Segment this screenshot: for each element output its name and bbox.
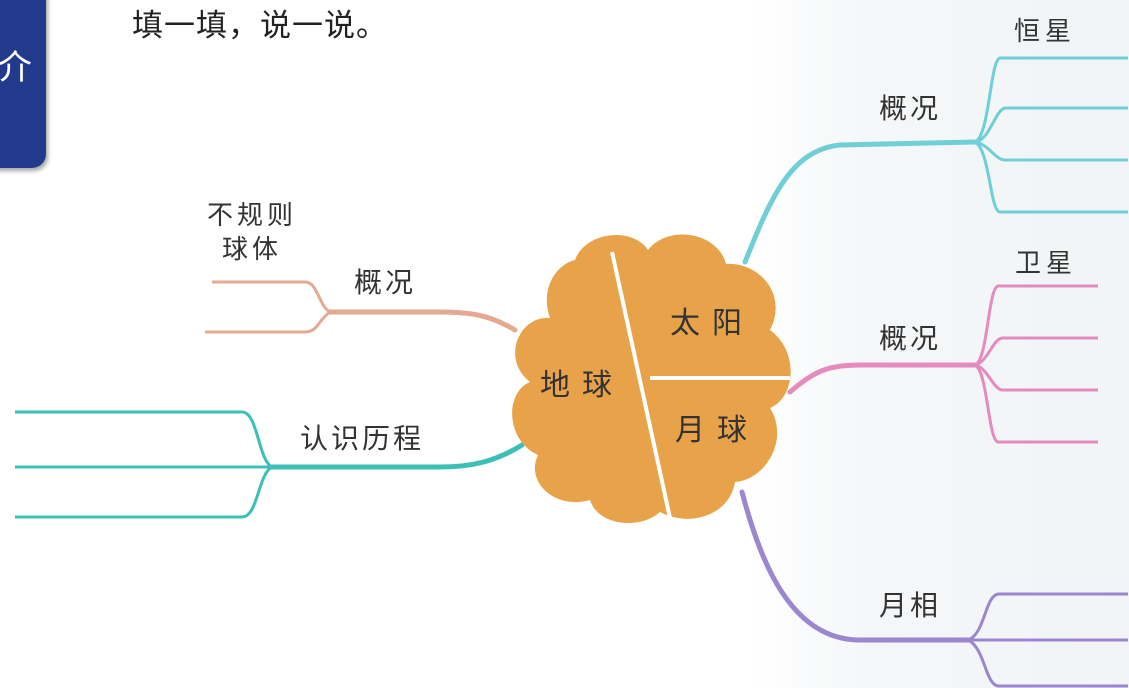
sun-overview-note: 恒星	[1014, 17, 1076, 47]
earth-history-fork	[15, 410, 273, 519]
side-tab[interactable]: 介	[0, 0, 46, 168]
moon-label: 月球	[675, 413, 759, 448]
central-cloud: 地球 太阳 月球	[512, 234, 791, 524]
moon-phase-branch: 月相	[739, 489, 1128, 688]
moon-phase-label: 月相	[879, 589, 941, 622]
moon-phase-connector	[739, 489, 971, 643]
sun-overview-label: 概况	[879, 92, 941, 125]
sun-label: 太阳	[670, 306, 754, 341]
background-panel	[752, 0, 1129, 688]
earth-overview-note-line1: 不规则	[207, 201, 297, 231]
earth-history-connector	[269, 442, 525, 470]
moon-overview-note: 卫星	[1015, 249, 1077, 279]
earth-overview-label: 概况	[354, 266, 416, 299]
moon-overview-fork	[973, 284, 1098, 444]
instruction-text: 填一填，说一说。	[132, 8, 388, 44]
moon-overview-branch: 概况 卫星	[787, 249, 1098, 444]
moon-overview-label: 概况	[879, 322, 941, 355]
sun-overview-branch: 概况 恒星	[742, 17, 1128, 265]
earth-overview-branch: 概况 不规则 球体	[205, 201, 518, 334]
earth-overview-connector	[327, 309, 518, 333]
earth-overview-fork	[205, 280, 331, 334]
sun-overview-fork	[974, 56, 1128, 214]
earth-label: 地球	[540, 368, 624, 403]
sun-overview-connector	[742, 139, 978, 265]
moon-phase-fork	[967, 592, 1128, 688]
earth-history-branch: 认识历程	[15, 410, 525, 519]
earth-overview-note-line2: 球体	[222, 235, 282, 265]
cloud-divider-vertical	[610, 251, 672, 519]
side-tab-icon: 介	[0, 48, 32, 88]
earth-history-label: 认识历程	[300, 422, 424, 455]
moon-overview-connector	[787, 362, 978, 395]
